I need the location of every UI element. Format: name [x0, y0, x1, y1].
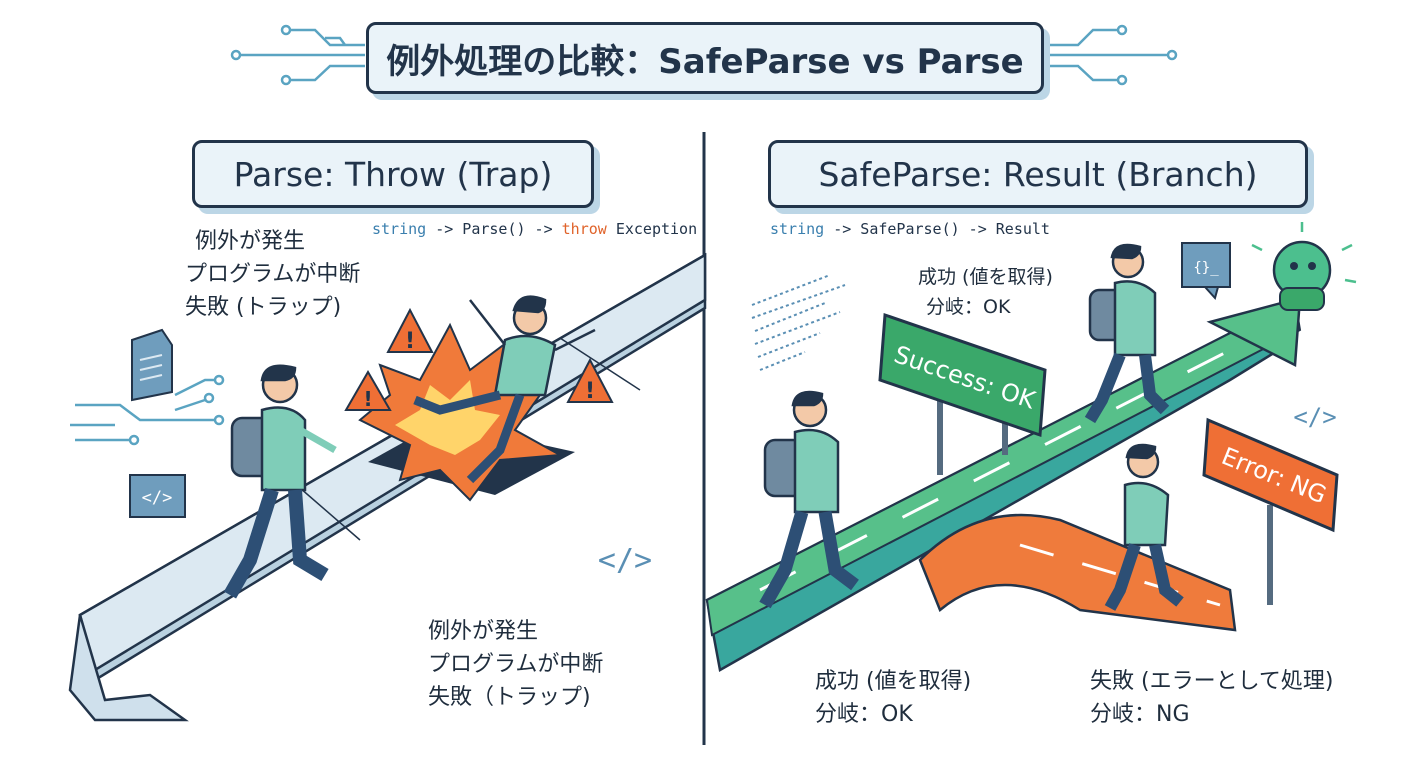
svg-text:</>: </>	[142, 488, 173, 508]
parse-label-top: 例外が発生 プログラムが中断 失敗 (トラップ)	[185, 225, 360, 324]
code-type: string	[770, 220, 824, 238]
parse-heading: Parse: Throw (Trap)	[192, 140, 594, 208]
label-line: 成功 (値を取得)	[918, 262, 1053, 292]
robot-icon	[1252, 222, 1356, 310]
code-icon: </>	[130, 475, 185, 517]
terminal-icon: {}_	[1182, 243, 1230, 298]
code-call: -> SafeParse() -> Result	[824, 220, 1050, 238]
document-icon	[132, 330, 172, 400]
svg-text:</>: </>	[598, 543, 652, 578]
error-sign: Error: NG	[1204, 420, 1337, 605]
safeparse-code-line: string -> SafeParse() -> Result	[770, 220, 1050, 238]
svg-text:!: !	[585, 379, 595, 404]
label-line: 失敗 (トラップ)	[185, 291, 360, 324]
safeparse-label-top: 成功 (値を取得) 分岐：OK	[918, 262, 1053, 322]
circuit-decoration-left	[232, 26, 365, 84]
svg-text:</>: </>	[1293, 403, 1336, 431]
label-line: 分岐：OK	[918, 292, 1053, 322]
page-title: 例外処理の比較：SafeParse vs Parse	[366, 22, 1044, 94]
code-exception: Exception	[607, 220, 697, 238]
label-line: 分岐：NG	[1090, 698, 1334, 731]
code-throw: throw	[562, 220, 607, 238]
svg-text:!: !	[405, 329, 415, 354]
parse-label-bottom: 例外が発生 プログラムが中断 失敗（トラップ)	[428, 615, 603, 714]
label-line: 例外が発生	[428, 615, 603, 648]
circuit-decoration-right	[1043, 26, 1176, 84]
success-label: 成功 (値を取得) 分岐：OK	[815, 665, 971, 731]
svg-text:!: !	[363, 387, 372, 411]
label-line: プログラムが中断	[185, 258, 360, 291]
label-line: 例外が発生	[185, 225, 360, 258]
label-line: 失敗 (エラーとして処理)	[1090, 665, 1334, 698]
svg-text:{}_: {}_	[1193, 260, 1219, 276]
label-line: プログラムが中断	[428, 648, 603, 681]
label-line: 失敗（トラップ)	[428, 681, 603, 714]
code-lines-decoration	[752, 275, 845, 370]
label-line: 成功 (値を取得)	[815, 665, 971, 698]
label-line: 分岐：OK	[815, 698, 971, 731]
code-icon-floating: </>	[598, 543, 652, 578]
code-icon-right: </>	[1293, 403, 1336, 431]
fail-label: 失敗 (エラーとして処理) 分岐：NG	[1090, 665, 1334, 731]
code-type: string	[372, 220, 426, 238]
code-call: -> Parse() ->	[426, 220, 561, 238]
parse-code-line: string -> Parse() -> throw Exception	[372, 220, 697, 238]
safeparse-heading: SafeParse: Result (Branch)	[768, 140, 1308, 208]
